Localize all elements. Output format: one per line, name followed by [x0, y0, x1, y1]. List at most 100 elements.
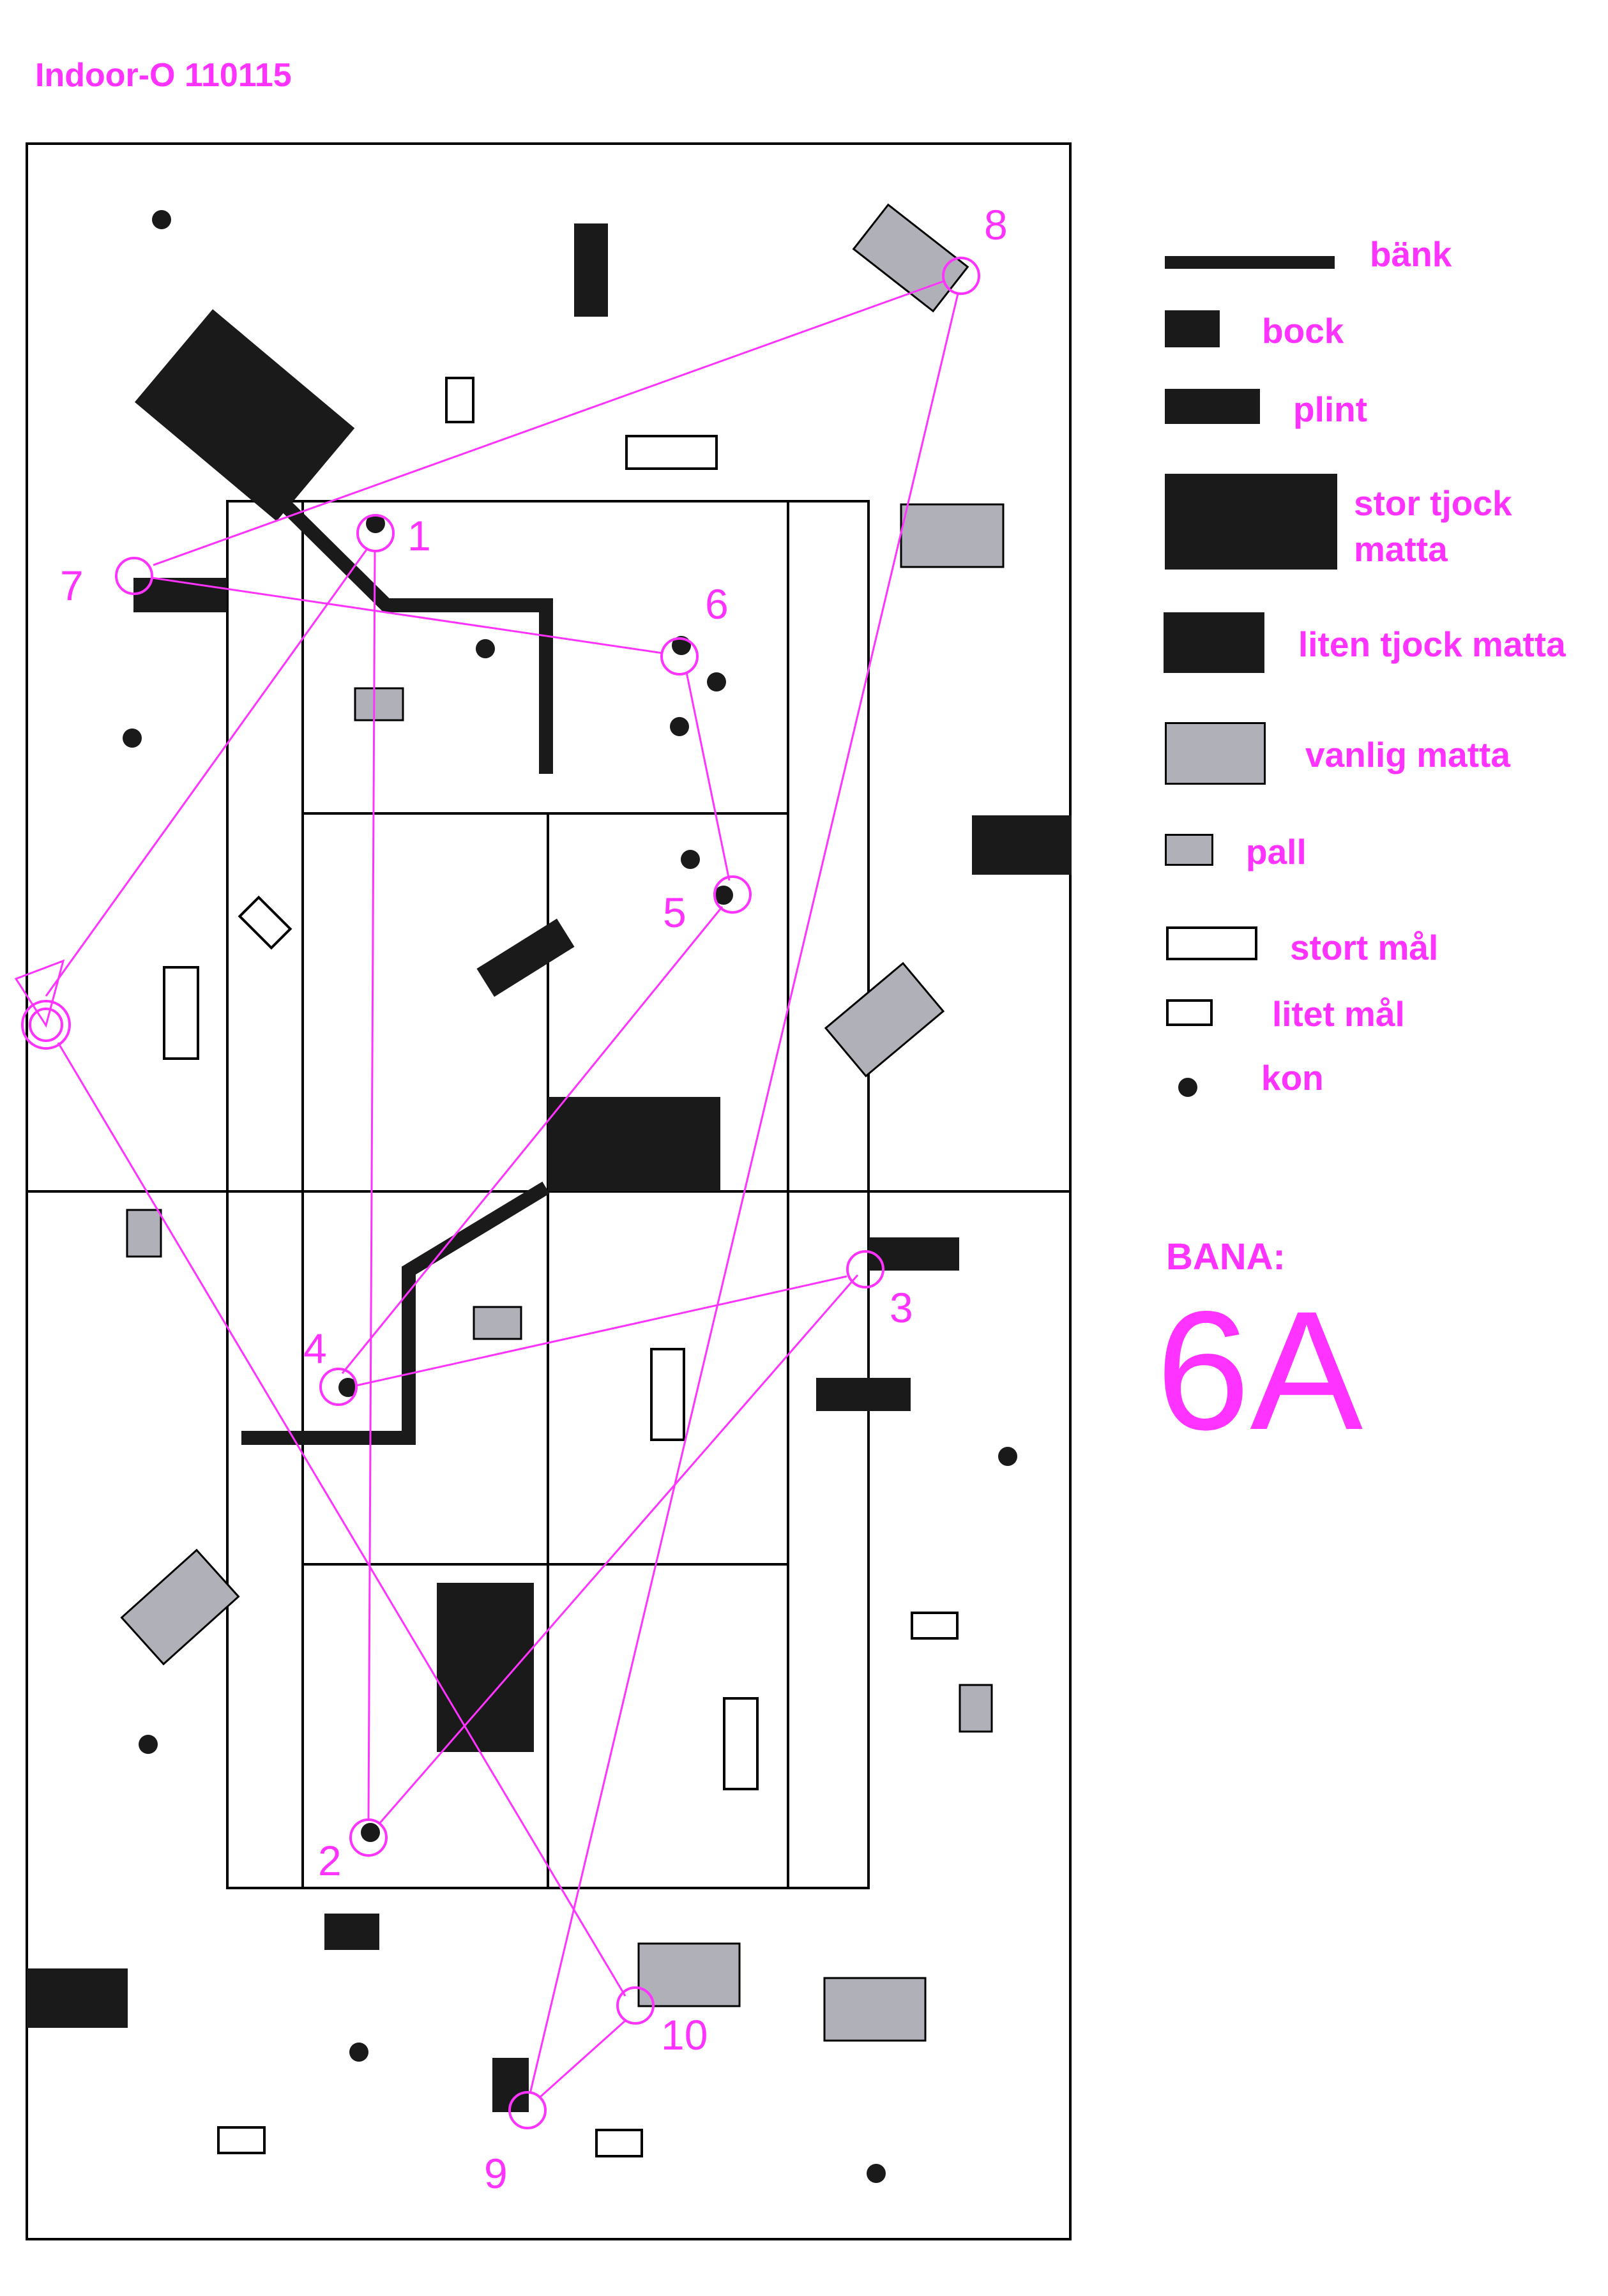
cone [139, 1735, 158, 1754]
leg-3-4 [356, 1275, 847, 1387]
cone [867, 2164, 886, 2183]
cone [476, 639, 495, 658]
control-number-6: 6 [705, 580, 729, 628]
control-1 [356, 514, 395, 552]
control-2 [349, 1818, 388, 1857]
leg-start-1 [45, 547, 369, 997]
control-number-8: 8 [984, 201, 1008, 248]
large-goal [723, 1697, 759, 1790]
control-6 [660, 637, 699, 676]
buck [324, 1914, 379, 1950]
control-number-4: 4 [303, 1325, 327, 1372]
legend-label-small-goal: litet mål [1272, 994, 1405, 1034]
small-thick-mat-symbol [1164, 612, 1264, 673]
cone [338, 1378, 358, 1397]
large-thick-mat-symbol [1165, 474, 1337, 570]
regular-mat [900, 503, 1005, 568]
regular-mat [120, 1548, 240, 1666]
control-number-10: 10 [661, 2011, 708, 2058]
regular-mat [823, 1977, 927, 2042]
large-thick-mat [548, 1097, 720, 1191]
control-number-5: 5 [663, 889, 686, 936]
platform [126, 1209, 162, 1258]
legend-label-large-goal: stort mål [1290, 928, 1439, 967]
small-goal [911, 1612, 959, 1640]
cone [152, 210, 171, 229]
legend-label-small-thick-mat: liten tjock matta [1298, 624, 1566, 664]
legend-label-large-thick-mat: stor tjock matta [1354, 483, 1512, 569]
legend-label-platform: pall [1246, 832, 1307, 872]
bench-symbol [1165, 256, 1335, 269]
black-objects [27, 223, 1072, 2112]
platform [354, 687, 404, 721]
buck-symbol [1165, 310, 1220, 347]
legend-label-vaulting-box: plint [1293, 389, 1368, 429]
grey-objects [120, 203, 1005, 2042]
regular-mat [637, 1942, 741, 2007]
leg-5-6 [685, 672, 731, 881]
vaulting-box [972, 815, 1072, 875]
large-goal [625, 435, 718, 470]
legend-label-cone: kon [1261, 1058, 1324, 1098]
regular-mat-symbol [1165, 722, 1266, 785]
legend: bänk bock plint stor tjock matta liten t… [1156, 0, 1603, 1149]
cone [123, 729, 142, 748]
regular-mat [852, 203, 969, 313]
control-number-9: 9 [484, 2150, 508, 2197]
course-lines [14, 280, 959, 2099]
small-goal [238, 895, 292, 950]
course-name: 6A [1156, 1276, 1363, 1465]
goals [163, 377, 959, 2157]
vaulting-box-symbol [1165, 389, 1260, 424]
small-goal-symbol [1166, 999, 1213, 1026]
start-triangle [14, 959, 65, 1028]
leg-6-7 [151, 577, 664, 654]
vaulting-box [816, 1378, 911, 1411]
control-8 [942, 257, 980, 295]
cone [707, 672, 726, 691]
bench-upper [257, 477, 553, 774]
leg-7-8 [153, 280, 945, 566]
large-goal-symbol [1166, 926, 1257, 960]
legend-label-regular-mat: vanlig matta [1305, 735, 1510, 774]
control-number-3: 3 [890, 1284, 913, 1331]
cone [681, 850, 700, 869]
bench-lower [241, 1181, 550, 1445]
control-10 [616, 1986, 655, 2025]
cone [349, 2043, 368, 2062]
cone [714, 886, 733, 905]
small-goal [595, 2129, 643, 2157]
control-numbers: 1 2 3 4 5 6 7 8 9 10 [60, 201, 1008, 2197]
large-goal [650, 1348, 685, 1441]
page-title: Indoor-O 110115 [35, 57, 292, 94]
leg-4-5 [341, 906, 724, 1374]
control-4 [319, 1368, 358, 1406]
course-label: BANA: [1166, 1236, 1286, 1278]
platform [473, 1306, 522, 1340]
small-goal [217, 2126, 266, 2154]
legend-label-bench: bänk [1370, 234, 1452, 274]
leg-9-10 [538, 2019, 627, 2099]
control-number-7: 7 [60, 562, 84, 609]
control-7 [115, 557, 153, 595]
platform [959, 1684, 993, 1733]
vaulting-box [476, 918, 575, 997]
control-number-1: 1 [407, 512, 431, 559]
platform-symbol [1165, 834, 1213, 866]
leg-1-2 [367, 550, 376, 1820]
cone [998, 1447, 1017, 1466]
large-thick-mat [134, 309, 355, 522]
finish-inner [29, 1008, 63, 1042]
leg-8-9 [529, 293, 959, 2094]
cone [361, 1823, 380, 1842]
control-9 [508, 2091, 547, 2129]
cone [366, 514, 385, 533]
finish-outer [21, 1000, 71, 1050]
small-thick-mat [27, 1968, 128, 2028]
buck [574, 223, 608, 317]
cone-symbol [1178, 1078, 1197, 1097]
control-circles [21, 257, 980, 2129]
large-goal [163, 966, 199, 1060]
regular-mat [824, 962, 945, 1078]
